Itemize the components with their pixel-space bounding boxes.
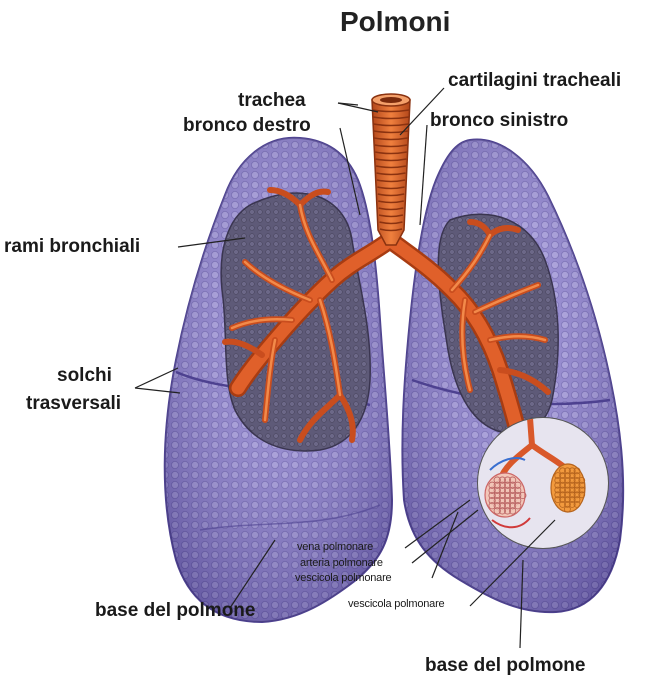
label-trasversali: trasversali (26, 393, 121, 415)
page-title: Polmoni (340, 6, 450, 38)
label-bronco-destro: bronco destro (183, 115, 311, 137)
magnified-alveoli (478, 418, 608, 548)
label-base-polmone-right: base del polmone (425, 655, 585, 677)
label-arteria-polmonare: arteria polmonare (300, 557, 383, 569)
label-solchi: solchi (57, 365, 112, 387)
label-trachea: trachea (238, 90, 306, 112)
label-vescicola-polmonare-1: vescicola polmonare (295, 572, 391, 584)
label-rami-bronchiali: rami bronchiali (4, 236, 140, 258)
label-bronco-sinistro: bronco sinistro (430, 110, 568, 132)
label-base-polmone-left: base del polmone (95, 600, 255, 622)
label-vescicola-polmonare-2: vescicola polmonare (348, 598, 444, 610)
label-vena-polmonare: vena polmonare (297, 541, 373, 553)
trachea-tube (372, 94, 410, 245)
label-cartilagini-tracheali: cartilagini tracheali (448, 70, 621, 92)
